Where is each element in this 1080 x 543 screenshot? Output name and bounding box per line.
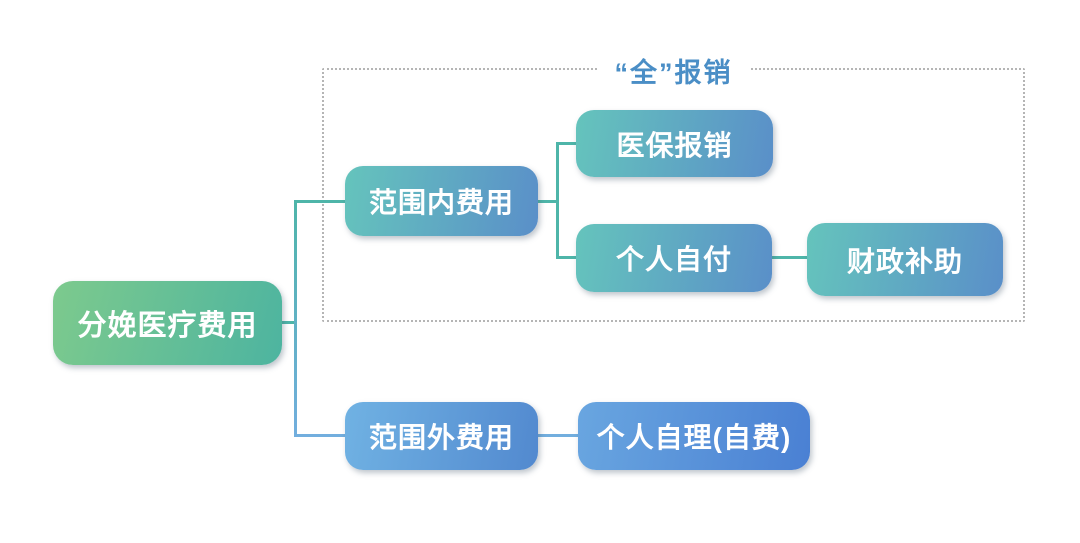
node-in-scope-label: 范围内费用 [368, 187, 514, 218]
node-insurance-reimbursement: 医保报销 [576, 110, 773, 177]
connector-selfpay-stub [556, 256, 576, 259]
node-self-funded: 个人自理(自费) [578, 402, 810, 470]
connector-root-stub [282, 321, 296, 324]
node-in-scope-expenses: 范围内费用 [345, 166, 538, 236]
node-root-label: 分娩医疗费用 [77, 310, 258, 342]
full-reimbursement-group: “全”报销 [322, 51, 1025, 322]
connector-main-spine [294, 200, 297, 437]
connector-branch-outscope [294, 434, 345, 437]
node-personal-copay: 个人自付 [576, 224, 772, 292]
connector-subsidy [772, 256, 807, 259]
node-insurance-label: 医保报销 [616, 129, 733, 161]
node-out-of-scope-expenses: 范围外费用 [345, 402, 538, 470]
node-personal-copay-label: 个人自付 [615, 244, 732, 275]
connector-inscope-spine [556, 142, 559, 259]
connector-inscope-stub [538, 200, 557, 203]
group-label: “全”报销 [598, 51, 749, 90]
connector-branch-inscope [294, 200, 345, 203]
node-self-funded-label: 个人自理(自费) [596, 422, 792, 453]
node-out-scope-label: 范围外费用 [368, 422, 514, 453]
node-root-maternity-expenses: 分娩医疗费用 [53, 281, 282, 365]
connector-insurance-stub [556, 142, 576, 145]
node-government-subsidy: 财政补助 [807, 223, 1003, 296]
node-subsidy-label: 财政补助 [846, 245, 963, 277]
connector-selffunded [538, 434, 578, 437]
